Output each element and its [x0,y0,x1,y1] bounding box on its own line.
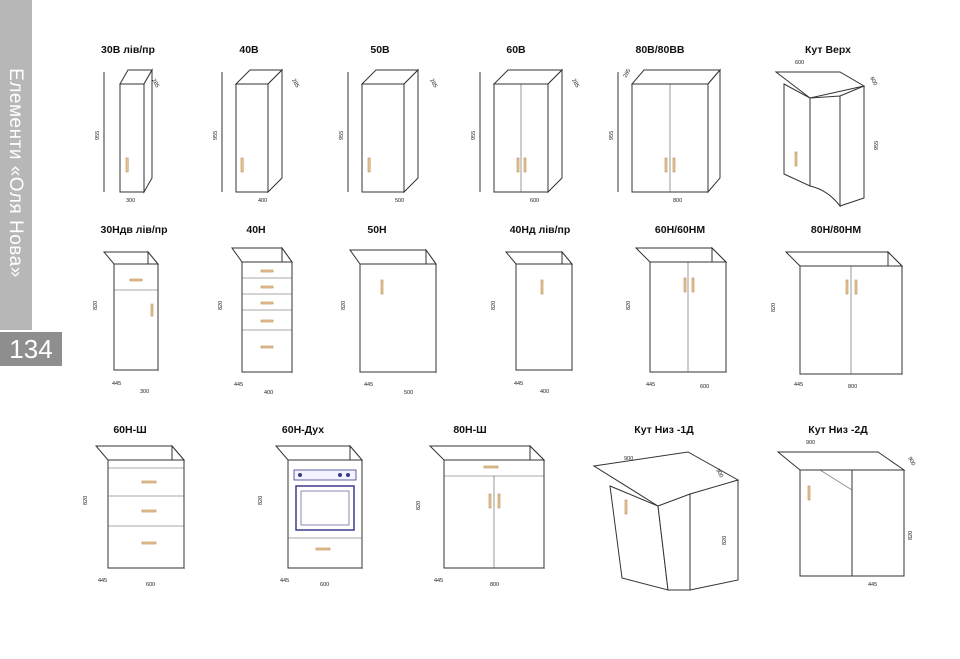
dim-40nd-height: 820 [491,301,497,310]
dim-80n-height: 820 [771,303,777,312]
label-50v: 50В [370,44,390,56]
dim-kut-niz-2d-height: 820 [908,531,914,540]
label-kut-niz-2d: Кут Низ -2Д [808,424,868,436]
dim-60n-width: 600 [700,384,709,390]
dim-60n-sh-depth: 445 [98,578,107,584]
dim-80v-depth: 285 [623,68,633,79]
dim-50v-width: 500 [395,198,404,204]
sidebar-band: Елементи «Оля Нова» [0,0,32,330]
dim-kut-niz-2d-width: 900 [806,440,815,446]
label-60n-sh: 60Н-Ш [113,424,147,436]
cabinet-50n-drawing: 820 445 500 [341,248,437,396]
dim-60v-height: 955 [471,131,477,140]
label-60n-duh: 60Н-Дух [281,424,325,436]
cabinet-40n-drawing: 820 445 400 [218,246,293,396]
cabinet-80n-drawing: 820 445 800 [771,250,904,390]
dim-60n-sh-height: 820 [83,496,89,505]
cabinet-60v-drawing: 955 285 600 [471,68,580,204]
dim-60n-height: 820 [626,301,632,310]
dim-50n-depth: 445 [364,382,373,388]
cabinet-50v-drawing: 955 285 500 [339,68,438,204]
dim-60n-depth: 445 [646,382,655,388]
label-40v: 40В [239,44,259,56]
cabinet-30n-drawing: 820 445 300 [93,250,160,395]
dim-80v-height: 955 [609,131,615,140]
cabinet-40nd-drawing: 820 445 400 [491,250,574,395]
page-number: 134 [0,332,62,366]
label-80v: 80В/80ВВ [635,44,685,56]
dim-40n-height: 820 [218,301,224,310]
label-30v: 30В лів/пр [101,44,155,56]
dim-80n-depth: 445 [794,382,803,388]
dim-30n-depth: 445 [112,381,121,387]
dim-60v-width: 600 [530,198,539,204]
cabinet-60n-drawing: 820 445 600 [626,246,728,390]
label-30n: 30Ндв лів/пр [100,224,168,236]
dim-60v-depth: 285 [570,78,580,89]
dim-kut-verh-height: 955 [874,141,880,150]
dim-30n-height: 820 [93,301,99,310]
dim-80v-width: 800 [673,198,682,204]
dim-80n-sh-height: 820 [416,501,422,510]
dim-60n-duh-depth: 445 [280,578,289,584]
label-60v: 60В [506,44,526,56]
dim-60n-duh-height: 820 [258,496,264,505]
dim-kut-verh-depth: 600 [868,76,878,87]
dim-40v-width: 400 [258,198,267,204]
cabinet-80n-sh-drawing: 820 445 800 [416,444,546,588]
label-kut-verh: Кут Верх [805,44,851,56]
dim-50v-height: 955 [339,131,345,140]
dim-40nd-width: 400 [540,389,549,395]
dim-50n-width: 500 [404,390,413,396]
dim-80n-width: 800 [848,384,857,390]
cabinet-40v-drawing: 955 285 400 [213,68,300,204]
dim-80n-sh-width: 800 [490,582,499,588]
dim-kut-niz-1d-width: 900 [624,456,633,462]
cabinet-30v-drawing: 955 285 300 [95,68,160,204]
dim-60n-sh-width: 600 [146,582,155,588]
dim-40n-depth: 445 [234,382,243,388]
dim-30v-width: 300 [126,198,135,204]
dim-30v-height: 955 [95,131,101,140]
label-80n: 80Н/80НМ [810,224,862,236]
dim-kut-niz-1d-depth: 900 [714,468,724,479]
dim-kut-niz-2d-side: 445 [868,582,877,588]
dim-40n-width: 400 [264,390,273,396]
cabinet-kut-verh-drawing: 600 600 955 [774,60,880,208]
cabinet-kut-niz-1d-drawing: 900 900 820 [592,451,740,591]
label-60n: 60Н/60НМ [654,224,706,236]
dim-50n-height: 820 [341,301,347,310]
label-80n-sh: 80Н-Ш [453,424,487,436]
cabinet-80v-drawing: 955 285 800 [609,68,722,204]
label-40nd: 40Нд лів/пр [509,224,571,236]
label-kut-niz-1d: Кут Низ -1Д [634,424,694,436]
dim-30n-width: 300 [140,389,149,395]
dim-50v-depth: 285 [428,78,438,89]
dim-kut-niz-2d-depth: 900 [906,456,916,467]
dim-80n-sh-depth: 445 [434,578,443,584]
dim-kut-verh-width: 600 [795,60,804,66]
cabinet-60n-sh-drawing: 820 445 600 [83,444,186,588]
dim-40v-depth: 285 [290,78,300,89]
label-40n: 40Н [246,224,266,236]
cabinet-kut-niz-2d-drawing: 900 900 820 445 [776,440,916,588]
dim-60n-duh-width: 600 [320,582,329,588]
dim-kut-niz-1d-height: 820 [722,536,728,545]
dim-40nd-depth: 445 [514,381,523,387]
dim-40v-height: 955 [213,131,219,140]
cabinet-60n-duh-drawing: 820 445 600 [258,444,364,588]
dim-30v-depth: 285 [150,78,160,89]
label-50n: 50Н [367,224,387,236]
